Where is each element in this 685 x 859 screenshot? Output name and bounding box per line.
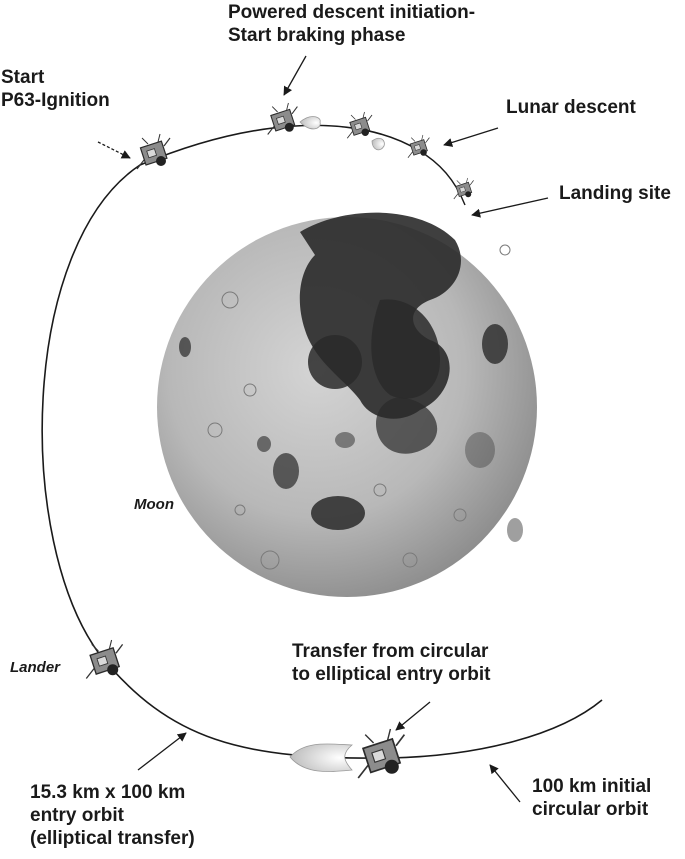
- label-line: Start braking phase: [228, 24, 475, 47]
- arrow-icon: [472, 198, 548, 215]
- entry-orbit-label: 15.3 km x 100 km entry orbit (elliptical…: [30, 781, 195, 850]
- landing-site-label: Landing site: [559, 182, 671, 205]
- powered-descent-label: Powered descent initiation- Start brakin…: [228, 1, 475, 47]
- transfer-label: Transfer from circular to elliptical ent…: [292, 640, 490, 686]
- label-line: P63-Ignition: [1, 89, 110, 112]
- lunar-lander-icon: [86, 640, 122, 679]
- label-line: 15.3 km x 100 km: [30, 781, 195, 804]
- start-ignition-label: Start P63-Ignition: [1, 66, 110, 112]
- label-line: to elliptical entry orbit: [292, 663, 490, 686]
- engine-flame-icon: [372, 138, 384, 150]
- label-line: (elliptical transfer): [30, 827, 195, 850]
- engine-flame-icon: [290, 744, 352, 772]
- lander-label: Lander: [10, 659, 60, 677]
- initial-orbit-label: 100 km initial circular orbit: [532, 775, 651, 821]
- arrow-icon: [98, 142, 130, 158]
- label-line: circular orbit: [532, 798, 651, 821]
- arrow-icon: [284, 56, 306, 95]
- moon-label: Moon: [134, 496, 174, 514]
- engine-flame-icon: [300, 117, 320, 129]
- label-line: 100 km initial: [532, 775, 651, 798]
- lunar-lander-icon: [268, 103, 298, 135]
- label-line: Transfer from circular: [292, 640, 490, 663]
- lunar-descent-label: Lunar descent: [506, 96, 636, 119]
- lunar-lander-icon: [408, 135, 429, 158]
- lunar-lander-icon: [347, 112, 372, 138]
- arrow-icon: [444, 128, 498, 145]
- label-line: Start: [1, 66, 110, 89]
- moon: [157, 213, 537, 597]
- label-line: Powered descent initiation-: [228, 1, 475, 24]
- lunar-lander-icon: [454, 178, 474, 199]
- landing-descent-path: [418, 150, 465, 205]
- arrow-icon: [138, 733, 186, 770]
- arrow-icon: [396, 702, 430, 730]
- lunar-lander-icon: [358, 729, 404, 778]
- arrow-icon: [490, 765, 520, 802]
- label-line: entry orbit: [30, 804, 195, 827]
